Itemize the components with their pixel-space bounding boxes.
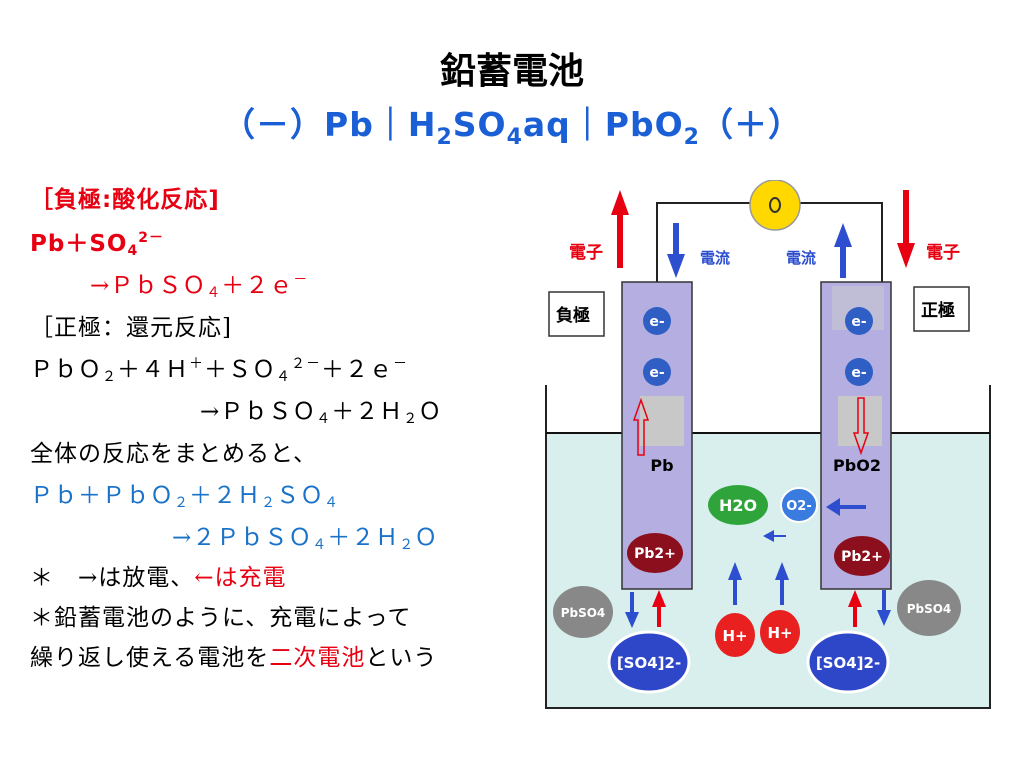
overall-product: →２ＰｂＳＯ４＋２Ｈ２Ｏ <box>172 525 439 553</box>
red-up-arrow-icon <box>848 590 862 627</box>
note-secondary-battery-1: ＊鉛蓄電池のように、充電によって <box>30 605 412 631</box>
sulfate-label-left: [SO4]2- <box>617 654 681 672</box>
note-secondary-battery-2: 繰り返し使える電池を二次電池という <box>30 645 438 671</box>
blue-up-arrow-icon <box>728 562 742 605</box>
hollow-down-arrow-icon <box>852 397 870 456</box>
negative-electrode-heading: ［負極:酸化反応] <box>30 187 220 213</box>
overall-equation: Ｐｂ＋ＰｂＯ２＋２Ｈ２ＳＯ４ <box>30 483 339 511</box>
electron-text: e- <box>851 314 866 330</box>
oxide-label: O2- <box>786 499 812 514</box>
pbso4-label-right: PbSO4 <box>907 602 952 616</box>
current-label-right: 電流 <box>786 249 816 267</box>
hollow-up-arrow-icon <box>632 397 650 456</box>
hydrogen-ion <box>760 610 800 654</box>
pb2-ion-left <box>627 533 683 573</box>
hplus-label: H+ <box>722 627 747 645</box>
pbo2-deposit <box>838 396 882 446</box>
electron-label-right: 電子 <box>926 243 960 263</box>
electron-text: e- <box>649 365 664 381</box>
positive-label: 正極 <box>921 300 955 321</box>
positive-electrode-heading: ［正極：還元反応] <box>30 315 232 341</box>
electrode-pbo2-label: PbO2 <box>833 456 881 475</box>
sulfate-label-right: [SO4]2- <box>816 654 880 672</box>
negative-reaction-product: →ＰｂＳＯ４＋２ｅ－ <box>90 272 309 301</box>
blue-down-arrow-icon <box>877 590 891 626</box>
pb2-ion-right <box>834 536 890 576</box>
positive-reaction-equation: ＰｂＯ２＋４Ｈ＋＋ＳＯ４２－＋２ｅ－ <box>30 356 408 385</box>
page-title: 鉛蓄電池 <box>439 51 584 92</box>
pb2-label-left: Pb2+ <box>634 546 676 562</box>
sulfate-ion-right <box>806 630 890 694</box>
negative-label: 負極 <box>556 305 590 326</box>
negative-label-box <box>548 291 605 337</box>
electron-down-arrow-icon <box>897 190 915 268</box>
positive-label-box <box>913 286 970 332</box>
current-down-arrow-icon <box>667 223 685 278</box>
oxide-ion <box>780 487 818 523</box>
positive-reaction-product: →ＰｂＳＯ４＋２Ｈ２Ｏ <box>200 399 443 427</box>
electron-icon <box>845 307 873 335</box>
pbso4-left <box>553 586 613 638</box>
blue-down-arrow-icon <box>625 592 639 628</box>
electrode-pb-label: Pb <box>650 456 673 475</box>
negative-reaction-equation: Pb＋SO42－ <box>30 230 164 259</box>
h2o-label: H2O <box>719 496 757 515</box>
cell-notation: （－）Pb｜H2SO4aq｜PbO2（＋） <box>222 105 802 150</box>
blue-up-arrow-icon <box>775 562 789 605</box>
electron-text: e- <box>851 365 866 381</box>
electron-icon <box>845 358 873 386</box>
pbso4-label-left: PbSO4 <box>561 606 606 620</box>
beaker-outline <box>545 385 991 709</box>
bulb-filament-icon <box>769 197 781 213</box>
electron-label-left: 電子 <box>569 243 603 263</box>
pbso4-right <box>897 580 961 636</box>
bulb-icon <box>749 180 801 231</box>
hydrogen-ion <box>715 613 755 657</box>
h2o-molecule <box>708 485 768 525</box>
small-left-arrow-icon <box>763 530 786 542</box>
electron-text: e- <box>649 314 664 330</box>
pb-deposit <box>640 396 684 446</box>
pb2-label-right: Pb2+ <box>841 549 883 565</box>
note-discharge-charge: ＊ →は放電、←は充電 <box>30 565 287 591</box>
current-up-arrow-icon <box>834 223 852 278</box>
overall-intro: 全体の反応をまとめると、 <box>30 441 318 467</box>
oxide-left-arrow-icon <box>826 498 866 516</box>
current-label-left: 電流 <box>700 249 730 267</box>
lead-battery-diagram: 電子 電子 電流 電流 負極 正極 e- e- e- e- Pb PbO2 H2… <box>545 180 991 709</box>
electron-up-arrow-icon <box>611 190 629 268</box>
red-up-arrow-icon <box>652 590 666 627</box>
sulfate-ion-left <box>607 630 691 694</box>
hplus-label: H+ <box>767 624 792 642</box>
electron-icon <box>643 307 671 335</box>
electron-icon <box>643 358 671 386</box>
